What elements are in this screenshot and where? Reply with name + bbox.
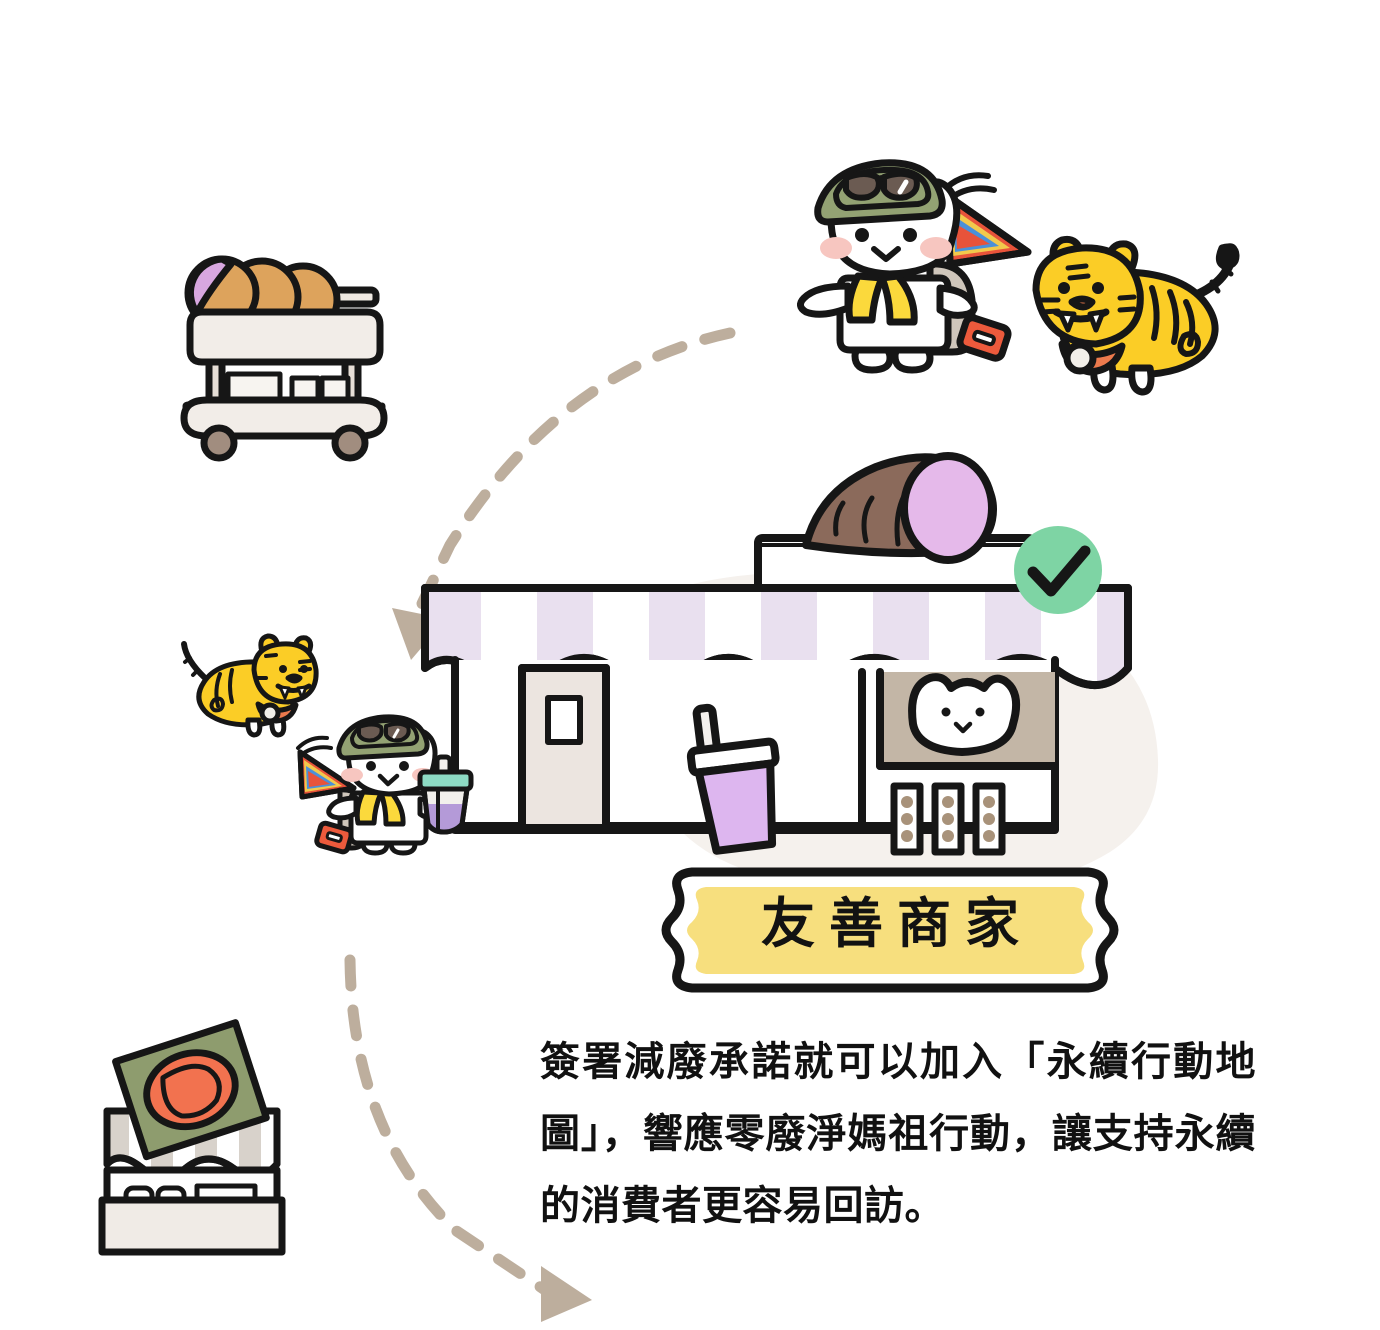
description-block: 簽署減廢承諾就可以加入「永續行動地圖」，響應零廢淨媽祖行動，讓支持永續的消費者更…	[540, 1026, 1256, 1242]
dashed-arrow-lower	[344, 954, 592, 1322]
friendly-shop-storefront	[421, 452, 1132, 856]
description-paragraph: 簽署減廢承諾就可以加入「永續行動地圖」，響應零廢淨媽祖行動，讓支持永續的消費者更…	[540, 1040, 1256, 1228]
tourist-cat-small	[296, 714, 474, 856]
banner-plaque	[661, 867, 1119, 993]
tiger-small	[181, 633, 319, 738]
shop-drink-cup	[686, 703, 780, 855]
taro-root	[802, 452, 997, 564]
shop-cat-head	[908, 673, 1021, 756]
green-check-badge	[1014, 526, 1102, 614]
tiger-large	[1032, 235, 1240, 396]
banner-label: 友善商家	[761, 894, 1033, 954]
market-stall-with-sign	[98, 1019, 286, 1256]
display-shelves	[890, 782, 1006, 856]
cat-drink-cup	[417, 754, 474, 835]
tourist-cat-large	[797, 159, 1032, 374]
tour-flag-small	[296, 735, 357, 800]
food-cart-with-dango	[180, 255, 388, 462]
